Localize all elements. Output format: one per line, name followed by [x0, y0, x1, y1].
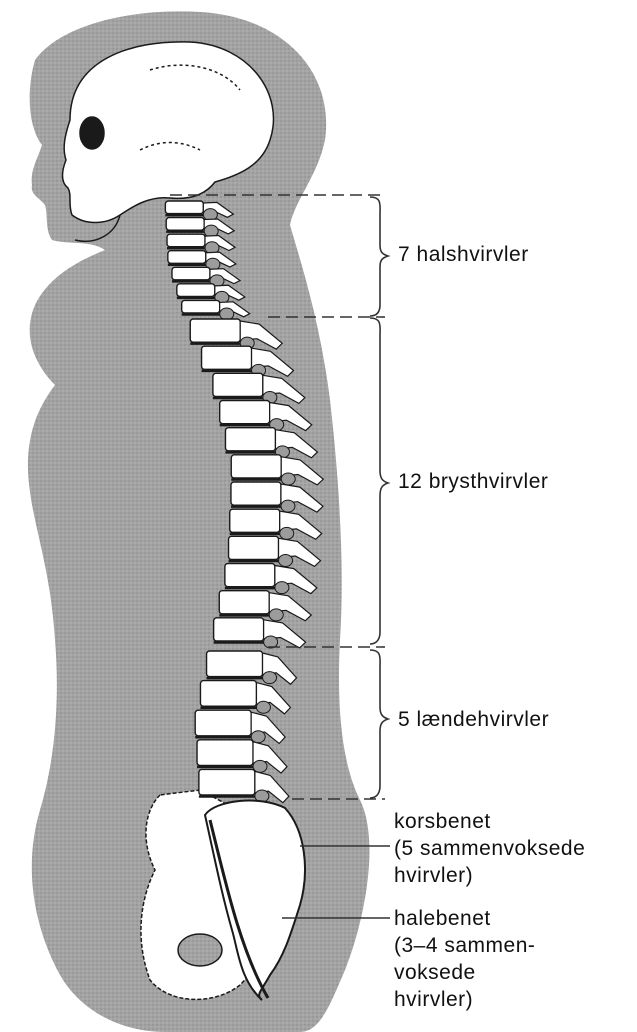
label-thoracic: 12 brysthvirvler [398, 468, 548, 495]
label-coccyx-line4: hvirvler) [394, 986, 473, 1013]
label-cervical: 7 halshvirvler [398, 241, 529, 268]
cervical-bracket [370, 197, 388, 316]
label-lumbar: 5 lændehvirvler [398, 706, 549, 733]
thoracic-bracket [370, 318, 388, 644]
label-coccyx-line2: (3–4 sammen- [394, 932, 535, 959]
label-coccyx-line3: voksede [394, 959, 476, 986]
lumbar-bracket [370, 650, 388, 798]
label-sacrum-line1: korsbenet [394, 808, 491, 835]
label-coccyx-line1: halebenet [394, 905, 491, 932]
label-sacrum-line3: hvirvler) [394, 862, 473, 889]
label-sacrum-line2: (5 sammenvoksede [394, 835, 585, 862]
